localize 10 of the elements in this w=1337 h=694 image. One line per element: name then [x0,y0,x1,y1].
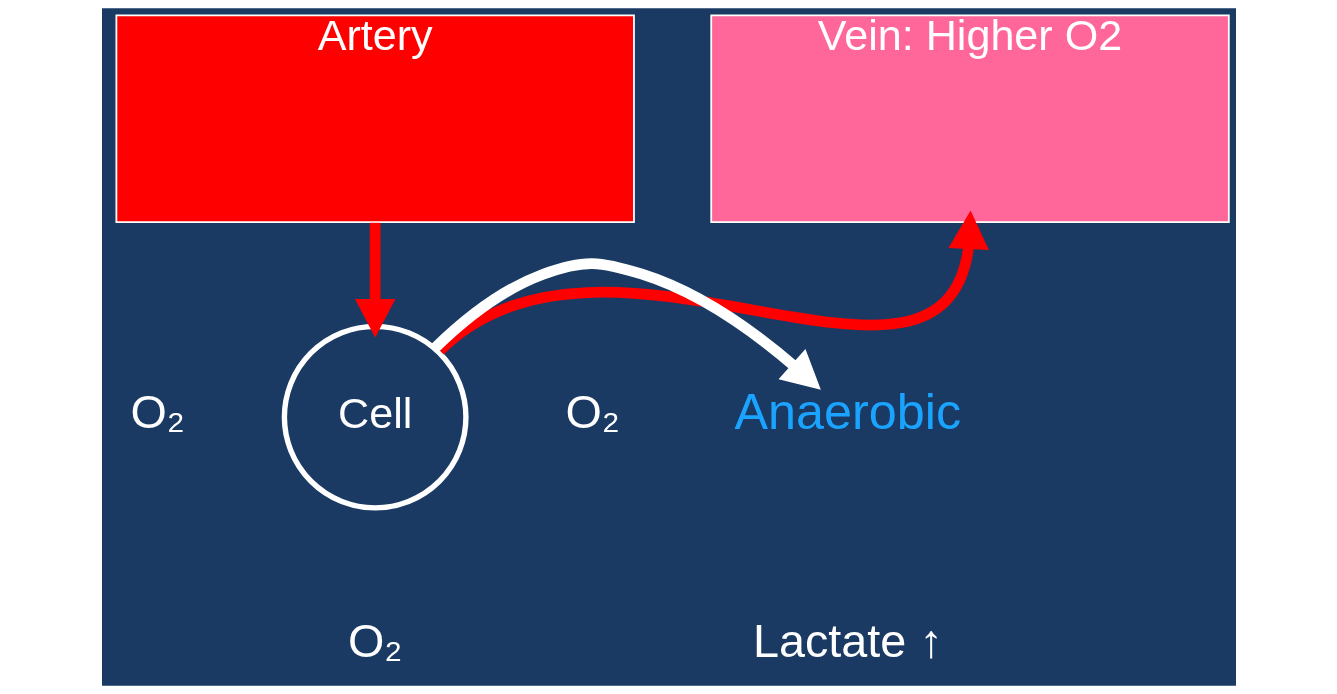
node-box: Artery [114,14,635,223]
node-circle: Cell [281,323,469,511]
label: O₂ [564,386,620,439]
arrow [430,258,821,390]
node-text: Anaerobic [734,383,961,441]
label: O₂ [129,386,185,439]
label: O₂ [347,614,402,667]
node-box: Vein: Higher O2 [709,14,1230,223]
arrow [354,222,395,338]
label: Lactate ↑ [752,614,943,667]
